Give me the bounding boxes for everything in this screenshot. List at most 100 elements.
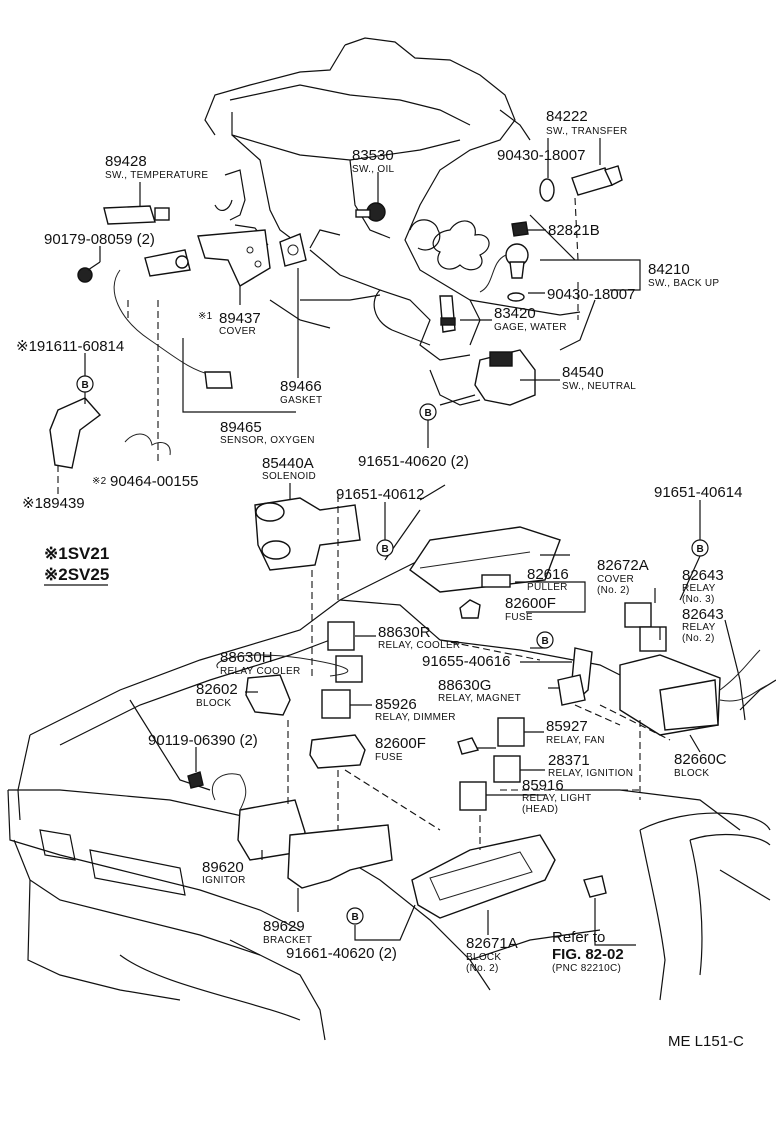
svg-text:GASKET: GASKET — [280, 395, 322, 406]
svg-text:90430-18007: 90430-18007 — [497, 147, 585, 164]
svg-text:B: B — [382, 544, 389, 555]
svg-text:85916: 85916 — [522, 777, 564, 794]
svg-text:89465: 89465 — [220, 419, 262, 436]
svg-text:BRACKET: BRACKET — [263, 935, 312, 946]
svg-text:B: B — [82, 380, 89, 391]
svg-text:82600F: 82600F — [505, 595, 556, 612]
refer-note: Refer to FIG. 82-02 (PNC 82210C) — [552, 929, 624, 974]
svg-text:89428: 89428 — [105, 153, 147, 170]
svg-text:RELAY: RELAY — [682, 622, 716, 633]
callout-82672A: 82672A COVER (No. 2) — [597, 557, 649, 596]
svg-text:Refer to: Refer to — [552, 929, 605, 946]
svg-text:84540: 84540 — [562, 364, 604, 381]
callout-83420: 83420 GAGE, WATER — [494, 305, 566, 333]
callout-88630H: 88630H RELAY COOLER — [220, 649, 300, 677]
svg-text:BLOCK: BLOCK — [466, 952, 501, 963]
callout-82600F-top: 82600F FUSE — [505, 595, 556, 623]
svg-text:※1SV21: ※1SV21 — [44, 544, 109, 563]
svg-text:82671A: 82671A — [466, 935, 518, 952]
callout-90430-18007-top: 90430-18007 — [497, 147, 585, 164]
callout-191611-60814: ※191611-60814 — [16, 338, 124, 355]
callout-91651-40612: 91651-40612 — [336, 486, 424, 503]
callout-91655-40616: 91655-40616 — [422, 653, 510, 670]
b-marker: B — [691, 539, 709, 557]
figure-code: ME L151-C — [668, 1033, 744, 1050]
svg-text:89437: 89437 — [219, 310, 261, 327]
callout-90430-18007-bottom: 90430-18007 — [547, 286, 635, 303]
svg-text:90119-06390 (2): 90119-06390 (2) — [148, 732, 258, 749]
svg-text:B: B — [352, 912, 359, 923]
svg-text:90464-00155: 90464-00155 — [110, 473, 198, 490]
svg-text:83530: 83530 — [352, 147, 394, 164]
svg-text:82821B: 82821B — [548, 222, 600, 239]
svg-text:COVER: COVER — [597, 574, 634, 585]
callout-labels: 84222 SW., TRANSFER 90430-18007 89428 SW… — [16, 108, 742, 974]
svg-text:(No. 2): (No. 2) — [466, 963, 499, 974]
callout-90119-06390: 90119-06390 (2) — [148, 732, 258, 749]
callout-89465: 89465 SENSOR, OXYGEN — [220, 419, 315, 446]
callout-28371: 28371 RELAY, IGNITION — [548, 752, 633, 779]
svg-text:90430-18007: 90430-18007 — [547, 286, 635, 303]
callout-89629: 89629 BRACKET — [263, 918, 312, 946]
svg-text:SENSOR, OXYGEN: SENSOR, OXYGEN — [220, 435, 315, 446]
svg-text:(HEAD): (HEAD) — [522, 804, 558, 815]
svg-text:91651-40612: 91651-40612 — [336, 486, 424, 503]
b-marker: B — [419, 403, 437, 421]
callout-91651-40614: 91651-40614 — [654, 484, 742, 501]
callout-90464-00155: ※2 90464-00155 — [92, 473, 198, 490]
svg-text:88630R: 88630R — [378, 624, 431, 641]
svg-text:90179-08059 (2): 90179-08059 (2) — [44, 231, 155, 248]
svg-text:B: B — [697, 544, 704, 555]
svg-text:SW., TRANSFER: SW., TRANSFER — [546, 126, 628, 137]
svg-text:※189439: ※189439 — [22, 495, 85, 512]
svg-text:(No. 2): (No. 2) — [682, 633, 715, 644]
svg-text:(No. 2): (No. 2) — [597, 585, 630, 596]
svg-text:85927: 85927 — [546, 718, 588, 735]
svg-text:IGNITOR: IGNITOR — [202, 875, 246, 886]
callout-189439: ※189439 — [22, 495, 85, 512]
svg-text:BLOCK: BLOCK — [674, 768, 709, 779]
svg-text:※1: ※1 — [198, 311, 213, 322]
svg-text:84222: 84222 — [546, 108, 588, 125]
callout-82600F-bottom: 82600F FUSE — [375, 735, 426, 763]
svg-text:RELAY, LIGHT: RELAY, LIGHT — [522, 793, 591, 804]
callout-82660C: 82660C BLOCK — [674, 751, 727, 779]
callout-84222: 84222 SW., TRANSFER — [546, 108, 628, 137]
b-marker: B — [346, 907, 364, 925]
leader-lines — [57, 138, 701, 946]
svg-text:84210: 84210 — [648, 261, 690, 278]
callout-84210: 84210 SW., BACK UP — [648, 261, 719, 289]
callout-82616: 82616 PULLER — [527, 566, 569, 593]
svg-text:91655-40616: 91655-40616 — [422, 653, 510, 670]
svg-text:85926: 85926 — [375, 696, 417, 713]
svg-text:82600F: 82600F — [375, 735, 426, 752]
svg-text:RELAY, COOLER: RELAY, COOLER — [378, 640, 460, 651]
svg-text:82643: 82643 — [682, 606, 724, 623]
callout-84540: 84540 SW., NEUTRAL — [562, 364, 636, 392]
svg-text:82643: 82643 — [682, 567, 724, 584]
svg-text:FIG. 82-02: FIG. 82-02 — [552, 946, 624, 963]
svg-text:28371: 28371 — [548, 752, 590, 769]
callout-85916: 85916 RELAY, LIGHT (HEAD) — [522, 777, 591, 815]
svg-text:82672A: 82672A — [597, 557, 649, 574]
svg-text:※2SV25: ※2SV25 — [44, 565, 109, 584]
svg-text:82616: 82616 — [527, 566, 569, 583]
svg-text:RELAY: RELAY — [682, 583, 716, 594]
svg-text:FUSE: FUSE — [375, 752, 403, 763]
svg-text:82602: 82602 — [196, 681, 238, 698]
svg-text:89466: 89466 — [280, 378, 322, 395]
svg-text:82660C: 82660C — [674, 751, 727, 768]
callout-82643-no2: 82643 RELAY (No. 2) — [682, 606, 724, 644]
svg-text:RELAY, DIMMER: RELAY, DIMMER — [375, 712, 456, 723]
svg-text:BLOCK: BLOCK — [196, 698, 231, 709]
svg-text:B: B — [542, 636, 549, 647]
callout-91661-40620: 91661-40620 (2) — [286, 945, 397, 962]
svg-text:COVER: COVER — [219, 326, 256, 337]
b-marker: B — [536, 631, 554, 649]
svg-text:SW., NEUTRAL: SW., NEUTRAL — [562, 381, 636, 392]
callout-89466: 89466 GASKET — [280, 378, 322, 406]
svg-text:SW., BACK UP: SW., BACK UP — [648, 278, 719, 289]
svg-text:RELAY, FAN: RELAY, FAN — [546, 735, 605, 746]
callout-85440A: 85440A SOLENOID — [262, 455, 316, 482]
